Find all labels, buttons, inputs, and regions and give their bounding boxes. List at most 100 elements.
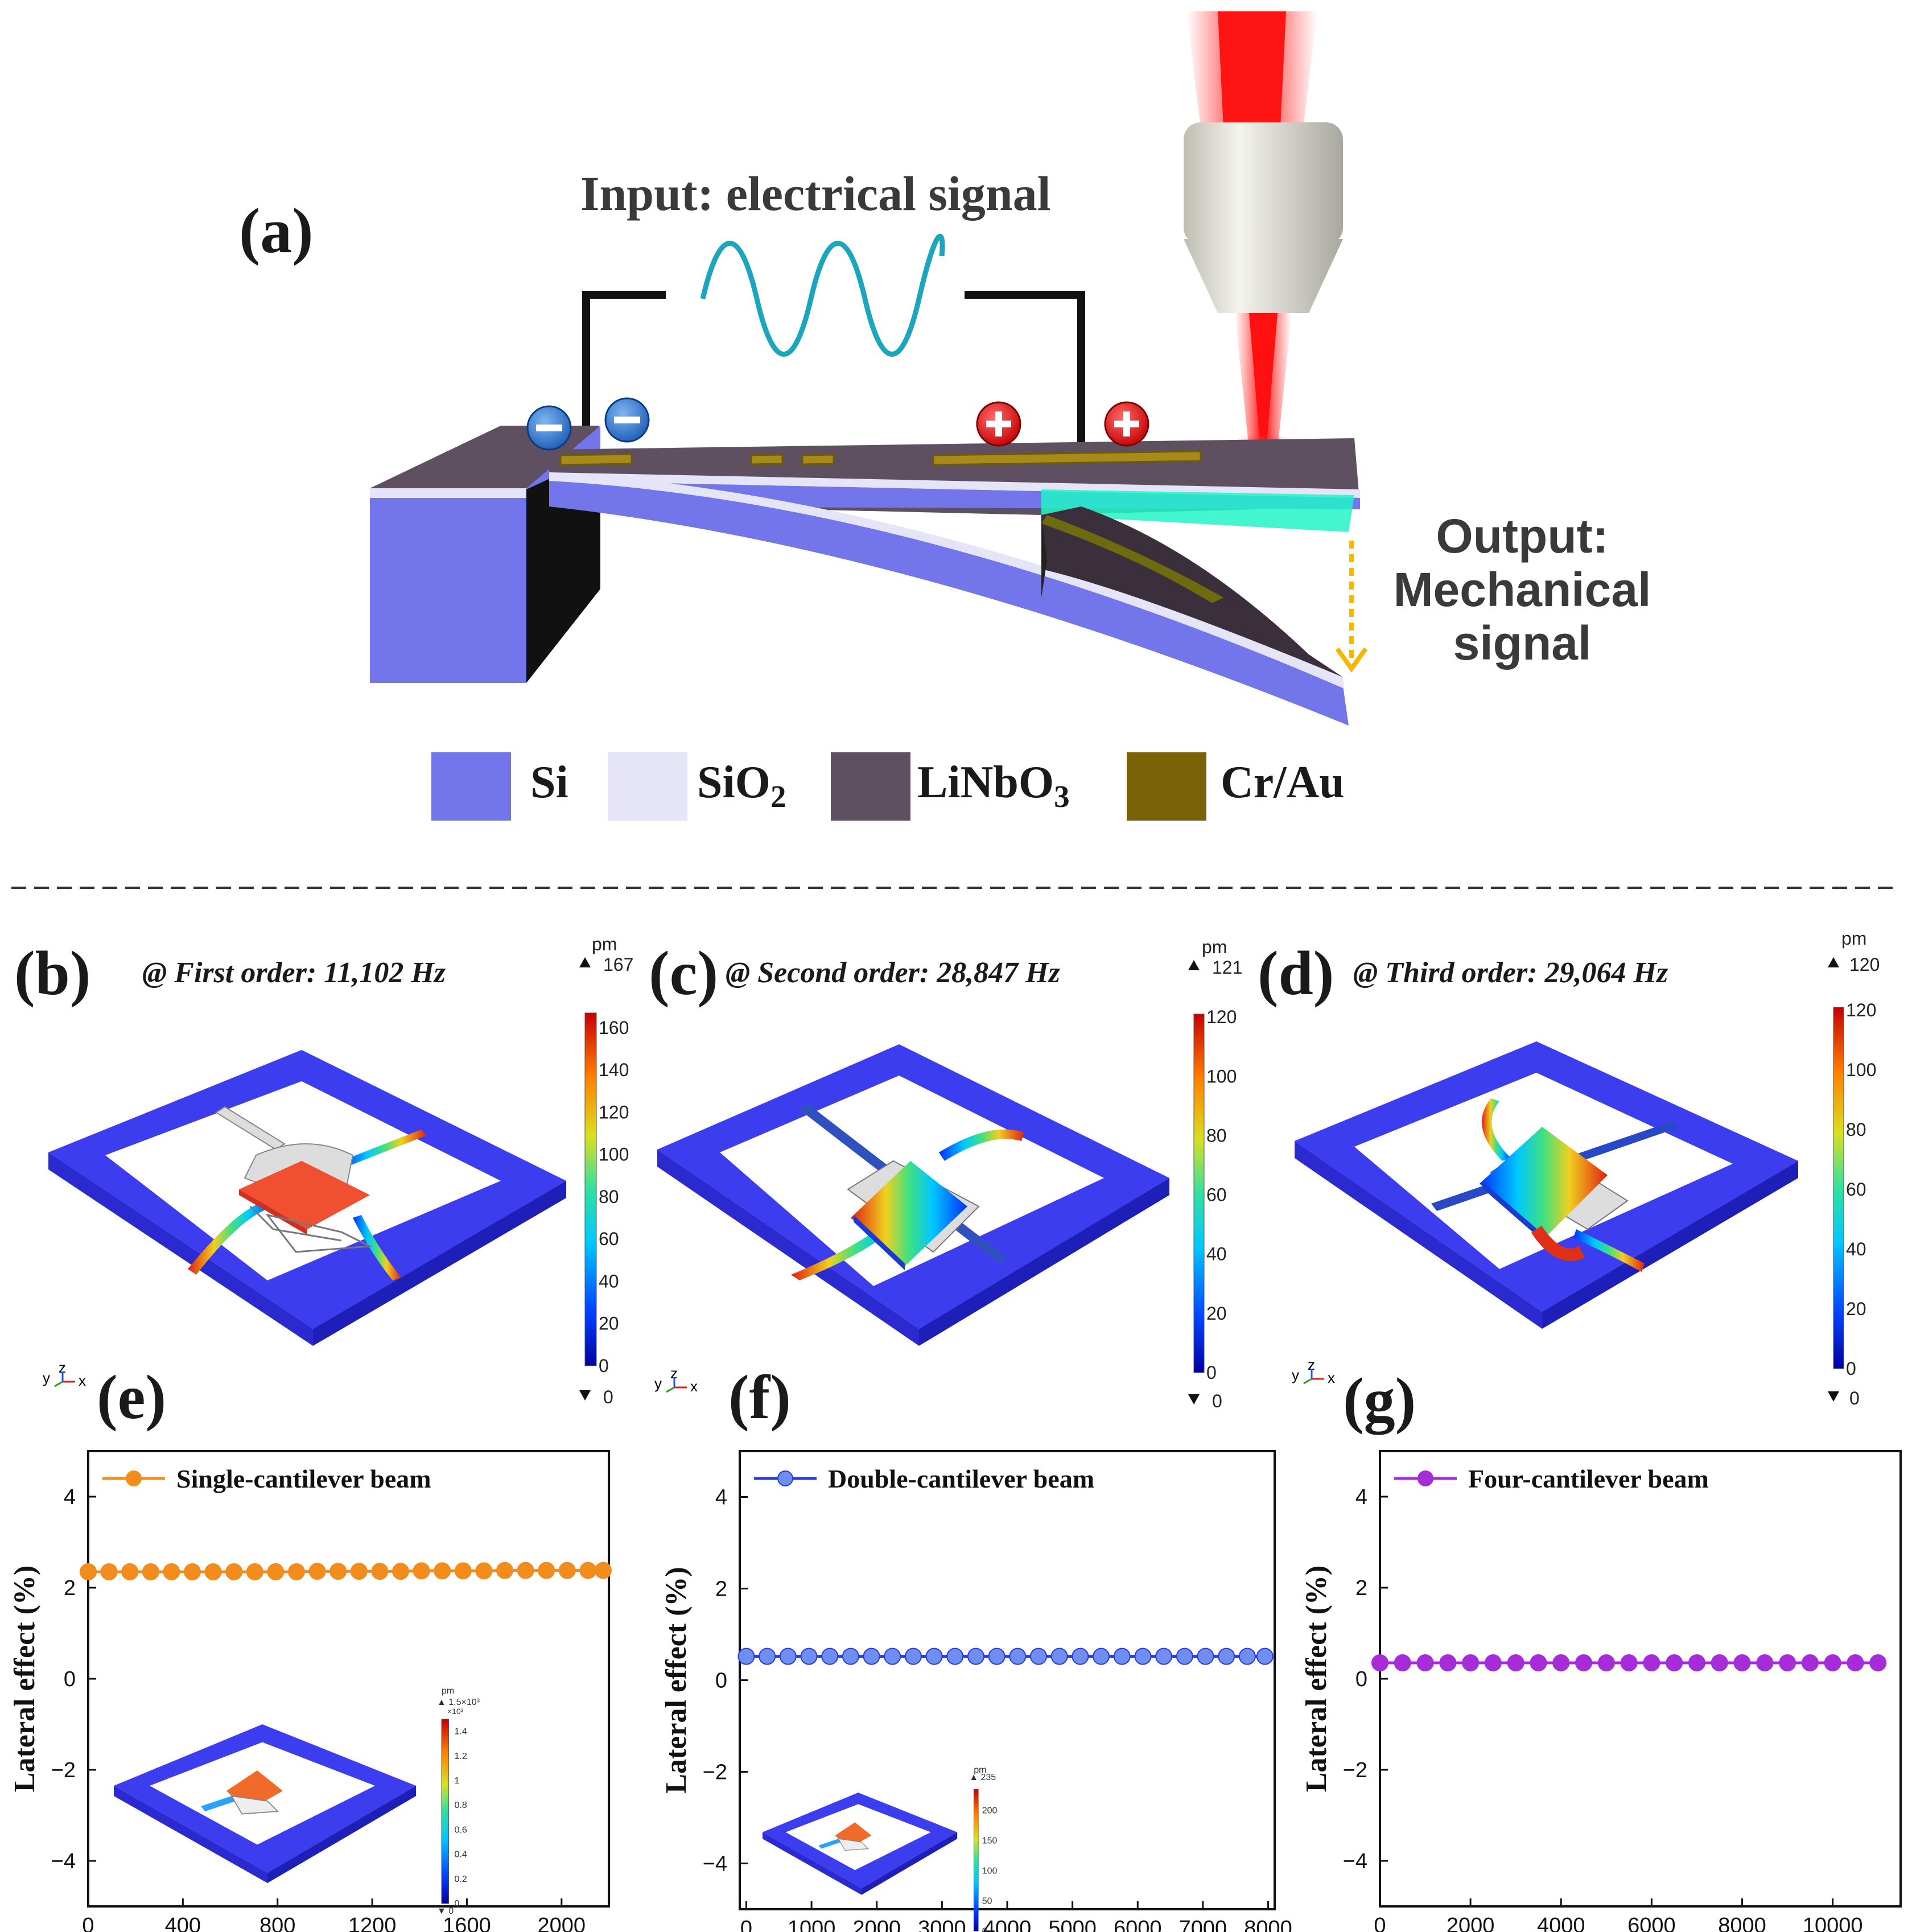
y-tick-label: −4 <box>703 1852 727 1876</box>
x-tick-label: 4000 <box>1537 1914 1585 1932</box>
silicon-anchor-block <box>370 426 600 683</box>
data-point <box>1575 1654 1593 1671</box>
data-point <box>413 1562 430 1580</box>
cb-c-tick: 120 <box>1206 1007 1237 1027</box>
plot-frame <box>87 1450 610 1908</box>
data-point <box>121 1563 139 1580</box>
x-tick-label: 2000 <box>1447 1914 1495 1932</box>
inset-cb-label: 1.4 <box>455 1727 467 1737</box>
cb-b-min: 0 <box>603 1387 613 1407</box>
y-tick-label: 0 <box>1355 1667 1367 1691</box>
data-point <box>308 1563 326 1580</box>
legend-label-linbo3: LiNbO3 <box>917 757 1070 814</box>
y-tick-label: −4 <box>51 1849 76 1873</box>
data-point <box>1847 1654 1864 1671</box>
data-point <box>225 1563 243 1580</box>
data-point <box>1238 1647 1256 1665</box>
x-tick-label: 1000 <box>788 1917 836 1932</box>
triad-b-x: x <box>79 1372 86 1389</box>
data-point <box>434 1562 451 1580</box>
inset-cb-label: 50 <box>982 1897 992 1906</box>
data-point <box>1093 1647 1110 1665</box>
data-point <box>1218 1647 1235 1665</box>
mode-c-frame <box>657 1044 1169 1346</box>
data-point <box>350 1563 368 1580</box>
cb-d-max-icon <box>1828 957 1839 967</box>
data-point <box>863 1647 880 1665</box>
data-point <box>821 1647 839 1665</box>
y-tick-label: 4 <box>715 1486 727 1510</box>
mode-b-title: @ First order: 11,102 Hz <box>142 957 446 989</box>
data-point <box>1733 1654 1751 1671</box>
inset-cb-label: 0.8 <box>455 1801 467 1810</box>
cb-c-tick: 40 <box>1206 1244 1227 1264</box>
cb-b-tick: 0 <box>599 1356 609 1376</box>
inset-cb-label: pm <box>442 1686 454 1696</box>
cb-b-tick: 60 <box>599 1229 619 1249</box>
cb-b-max: 167 <box>603 954 633 975</box>
cb-d-min-icon <box>1828 1391 1839 1402</box>
inset-cb-label: pm <box>974 1765 986 1775</box>
data-point <box>1530 1654 1547 1671</box>
data-point <box>1462 1654 1480 1671</box>
cb-c-tick: 80 <box>1206 1125 1227 1146</box>
cb-c-max: 121 <box>1212 957 1242 978</box>
y-axis-title: Lateral effect (%) <box>660 1567 693 1793</box>
panel-a-letter: (a) <box>239 196 314 266</box>
data-point <box>1113 1647 1131 1665</box>
legend-label: Double-cantilever beam <box>828 1464 1094 1493</box>
panel-b-letter: (b) <box>14 938 91 1008</box>
cb-c-unit: pm <box>1202 937 1227 957</box>
data-point <box>329 1563 347 1580</box>
inset-cb-label: 0.4 <box>455 1850 467 1860</box>
sine-wave-icon <box>700 233 945 357</box>
data-point <box>558 1562 576 1579</box>
negative-charge-icon-1 <box>526 405 572 451</box>
cb-b-max-icon <box>579 957 591 967</box>
cb-b-tick: 40 <box>599 1271 619 1291</box>
output-label-line1: Output: <box>1436 509 1609 563</box>
inset-cb-label: 150 <box>982 1836 998 1846</box>
inset-cb-label: 0 <box>455 1899 460 1909</box>
y-axis-title: Lateral effect (%) <box>9 1566 41 1792</box>
cb-c-tick: 20 <box>1206 1303 1227 1324</box>
legend-label: Single-cantilever beam <box>176 1464 431 1493</box>
cb-c-tick: 60 <box>1206 1185 1227 1205</box>
data-point <box>946 1647 964 1665</box>
legend-swatch-linbo3 <box>831 752 910 821</box>
data-point <box>1134 1647 1152 1665</box>
panel-d-letter: (d) <box>1258 938 1334 1008</box>
data-point <box>1507 1654 1524 1671</box>
x-tick-label: 0 <box>82 1914 94 1932</box>
data-point <box>1801 1654 1819 1671</box>
legend-marker <box>126 1470 142 1486</box>
y-tick-label: 0 <box>64 1667 76 1691</box>
cb-b-tick: 100 <box>599 1144 629 1165</box>
cr-au-electrodes <box>559 450 1202 466</box>
y-tick-label: 2 <box>715 1577 727 1601</box>
inset-cb-label: 200 <box>982 1806 998 1815</box>
data-point <box>142 1563 159 1580</box>
y-tick-label: 2 <box>1355 1576 1367 1600</box>
x-tick-label: 0 <box>740 1917 752 1932</box>
inset-f-mode <box>763 1789 979 1931</box>
axis-triad-b: y z x <box>43 1359 86 1389</box>
x-tick-label: 0 <box>1374 1914 1386 1932</box>
data-point <box>884 1647 901 1665</box>
legend-swatch-si <box>431 752 511 821</box>
cb-d-tick: 100 <box>1846 1060 1876 1080</box>
x-tick-label: 5000 <box>1048 1917 1097 1932</box>
data-point <box>288 1563 305 1580</box>
cb-d-unit: pm <box>1841 928 1866 949</box>
triad-c-z: z <box>670 1365 678 1382</box>
y-tick-label: −4 <box>1343 1849 1367 1873</box>
data-point <box>842 1647 859 1665</box>
x-tick-label: 2000 <box>852 1917 901 1932</box>
inset-cb-label: 0 <box>982 1927 987 1932</box>
data-point <box>1371 1654 1388 1671</box>
cb-b-tick: 80 <box>599 1187 619 1207</box>
